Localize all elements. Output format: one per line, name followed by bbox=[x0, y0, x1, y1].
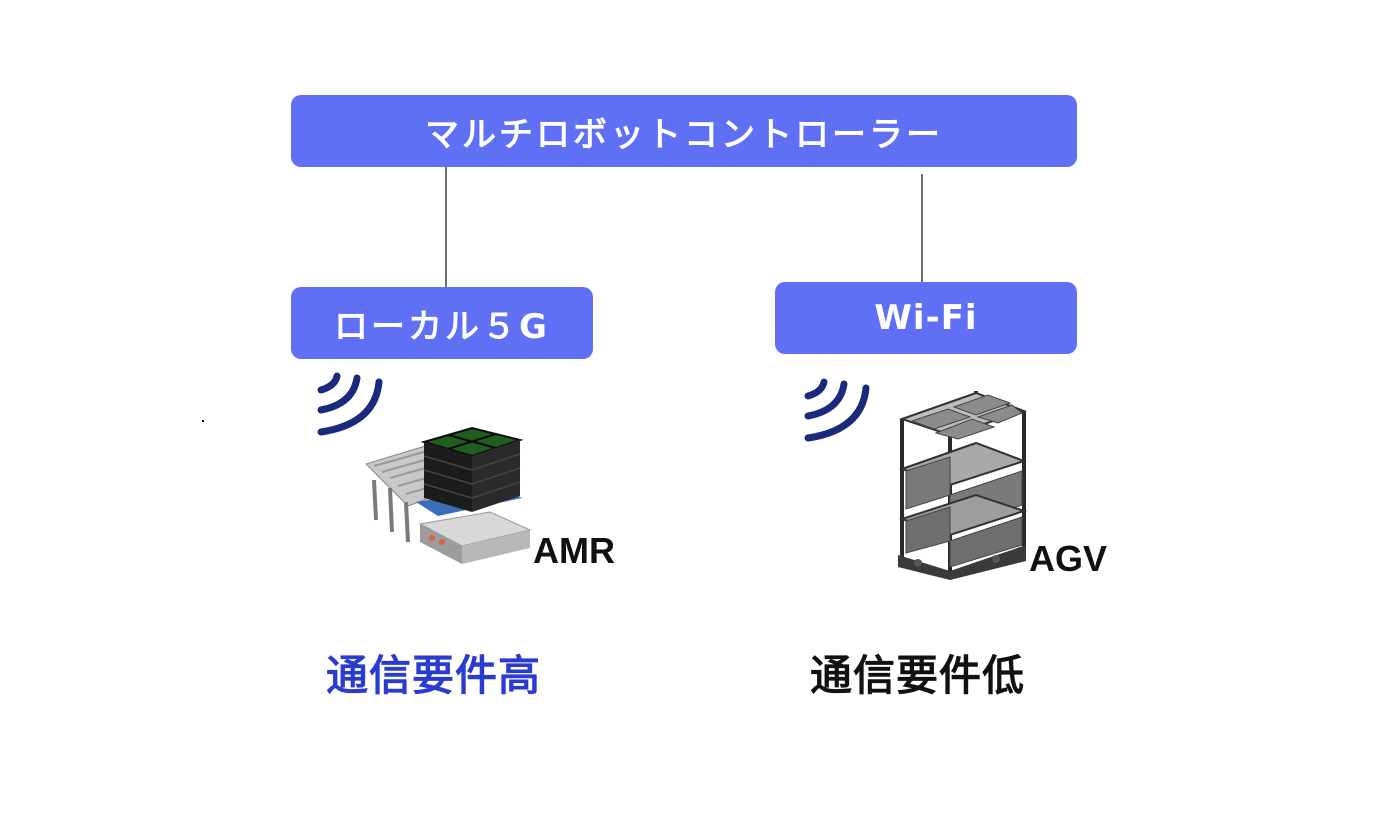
amr-robot-icon bbox=[365, 426, 532, 564]
connector-line-right bbox=[921, 174, 923, 282]
agv-robot-icon bbox=[898, 391, 1028, 580]
requirement-high-label: 通信要件高 bbox=[326, 651, 542, 700]
amr-label: AMR bbox=[533, 530, 615, 571]
wifi-signal-icon bbox=[804, 378, 870, 442]
agv-label: AGV bbox=[1029, 538, 1108, 579]
requirement-low-label: 通信要件低 bbox=[810, 651, 1026, 700]
local-5g-label: ローカル５G bbox=[334, 306, 550, 347]
wifi-label: Wi-Fi bbox=[874, 298, 978, 338]
connector-line-left bbox=[445, 167, 447, 287]
controller-label: マルチロボットコントローラー bbox=[425, 114, 943, 155]
local-5g-box: ローカル５G bbox=[291, 287, 593, 359]
stray-dot bbox=[202, 420, 204, 422]
wifi-box: Wi-Fi bbox=[775, 282, 1077, 354]
multi-robot-controller-box: マルチロボットコントローラー bbox=[291, 95, 1077, 167]
wifi-signal-icon bbox=[317, 372, 383, 436]
